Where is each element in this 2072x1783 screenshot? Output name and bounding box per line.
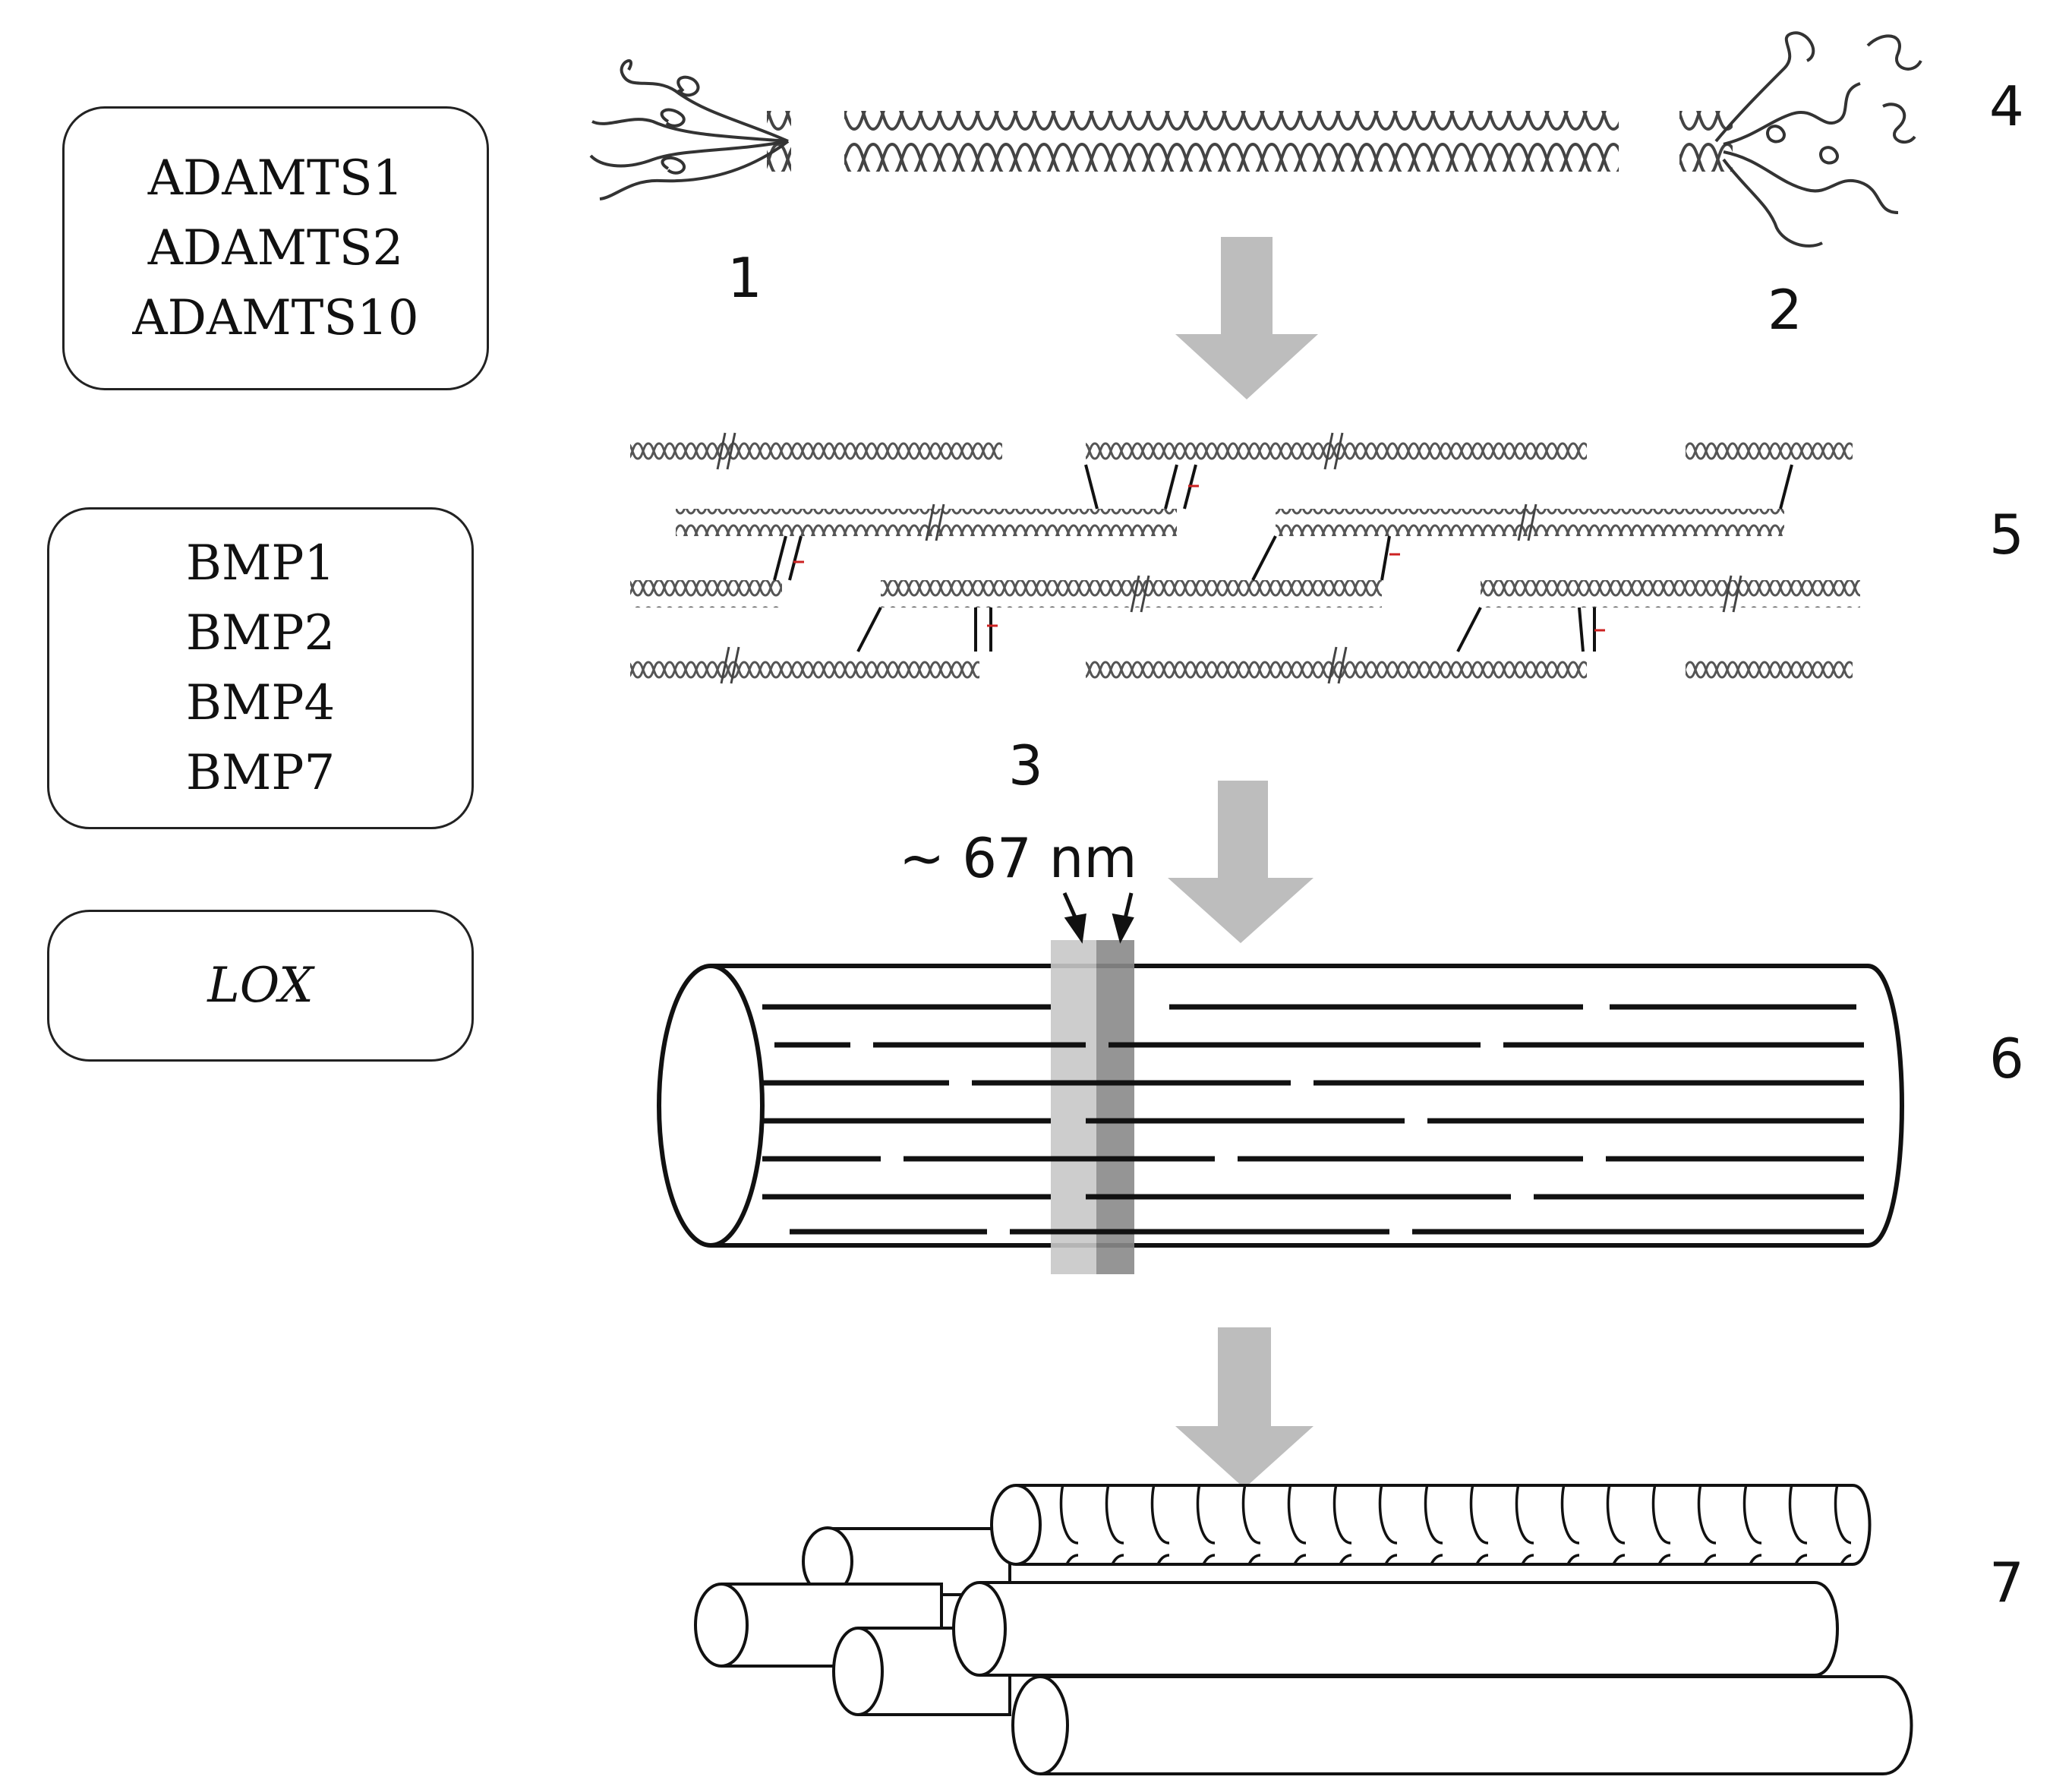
stage-label-3: 3 [1008, 734, 1043, 797]
enzyme-label: ADAMTS1 [147, 150, 404, 207]
gap-band [1051, 940, 1096, 1274]
enzyme-label: LOX [207, 958, 314, 1014]
lox-enzyme-box: LOX [47, 910, 474, 1062]
c-propeptide [1714, 31, 1922, 248]
down-arrow [1175, 1327, 1314, 1488]
molecule-row [1686, 437, 1853, 465]
procollagen-molecule [589, 31, 1922, 248]
collagen-fibre-bundle [694, 1484, 1913, 1775]
collagen-fibril [657, 892, 1904, 1274]
molecule-row [630, 437, 1002, 465]
molecule-row [676, 509, 1177, 536]
crosslinks [773, 464, 1793, 652]
stage-label-1: 1 [727, 246, 762, 310]
measurement-arrows [1062, 892, 1134, 944]
down-arrow [1168, 781, 1314, 943]
enzyme-label: ADAMTS10 [132, 290, 419, 346]
molecule-row [1086, 652, 1587, 679]
overlap-band [1096, 940, 1134, 1274]
enzyme-label: BMP1 [185, 535, 336, 592]
enzyme-label: ADAMTS2 [147, 220, 404, 276]
molecule-row [630, 652, 979, 679]
tropocollagen-array [630, 432, 1860, 684]
molecule-row [630, 580, 782, 607]
fibril-outline [711, 964, 1904, 1248]
fibril-stripes [762, 1004, 1864, 1235]
stage-label-2: 2 [1768, 278, 1802, 342]
enzyme-label: BMP7 [185, 745, 336, 801]
period-measurement-label: ~ 67 nm [899, 826, 1137, 890]
molecule-row [881, 580, 1382, 607]
triple-helix [844, 111, 1619, 172]
n-propeptide [589, 59, 790, 200]
molecule-row [1686, 652, 1853, 679]
molecule-row [1481, 580, 1860, 607]
adamts-enzyme-box: ADAMTS1 ADAMTS2 ADAMTS10 [62, 106, 489, 390]
stage-label-7: 7 [1989, 1551, 2024, 1614]
enzyme-label: BMP4 [185, 675, 336, 731]
enzyme-label: BMP2 [185, 605, 336, 661]
stage-label-5: 5 [1989, 503, 2024, 566]
down-arrow [1175, 237, 1318, 399]
bmp-enzyme-box: BMP1 BMP2 BMP4 BMP7 [47, 507, 474, 829]
stage-label-6: 6 [1989, 1027, 2024, 1090]
fibril-end [657, 964, 765, 1248]
flow-arrows [1168, 237, 1318, 1488]
stage-label-4: 4 [1989, 74, 2024, 138]
